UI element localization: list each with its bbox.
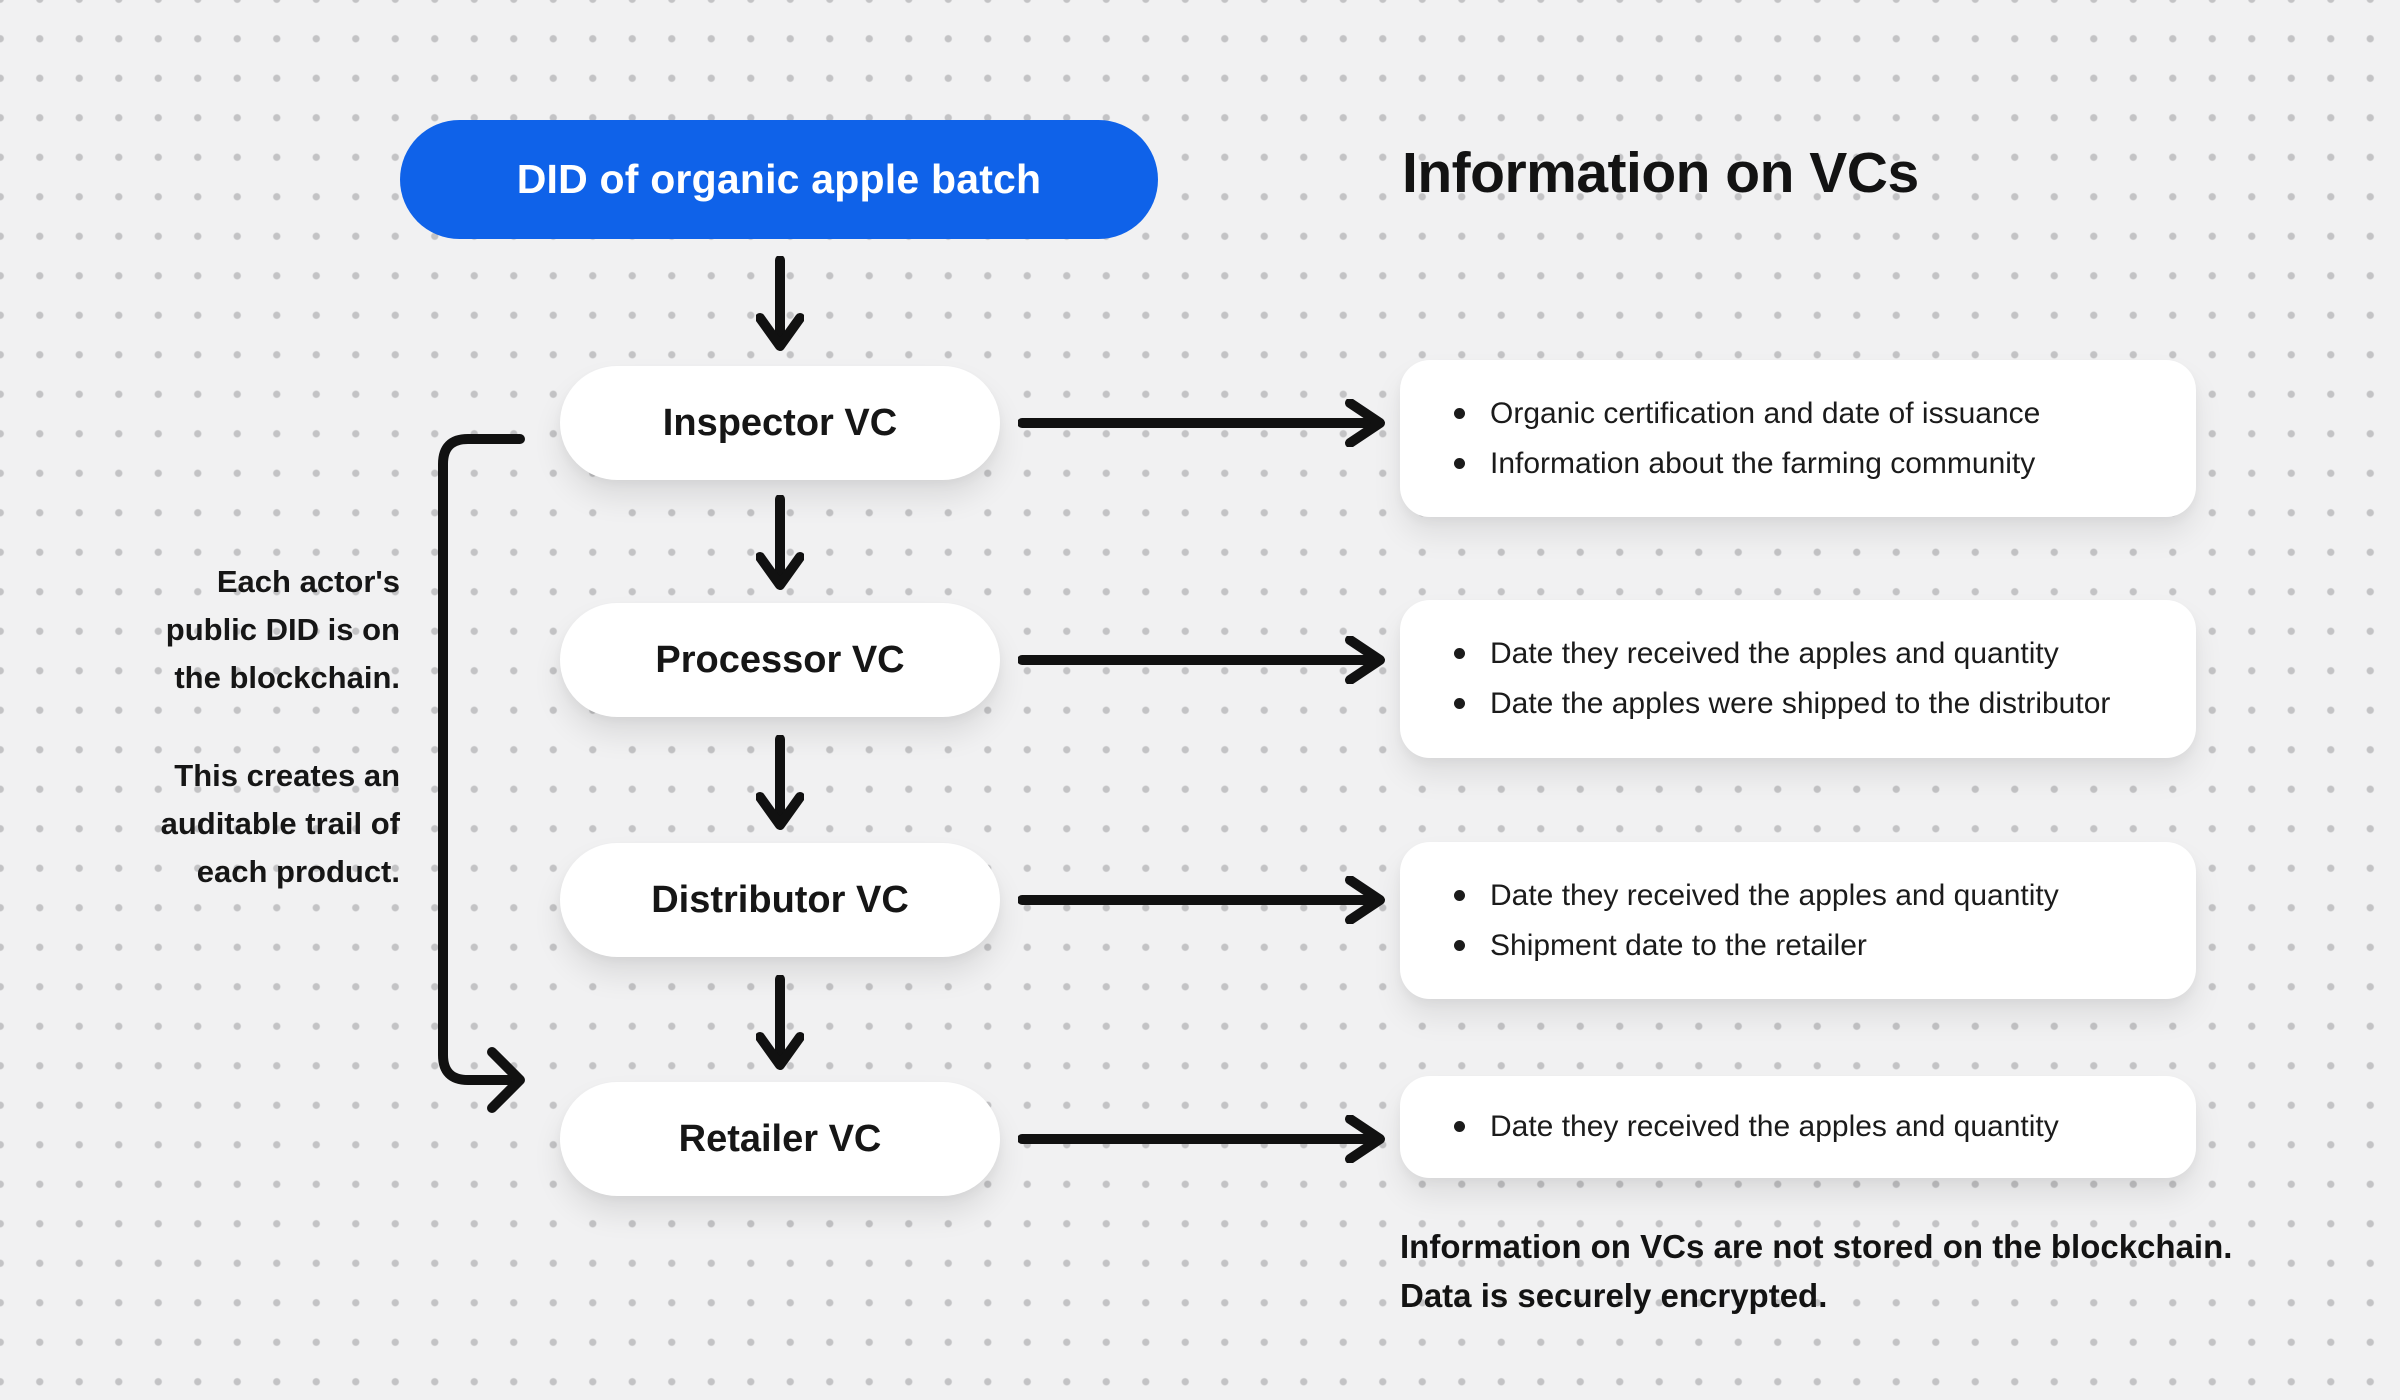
info-card-retailer-list: Date they received the apples and quanti…	[1446, 1102, 2156, 1152]
side-note-paragraph-2: This creates an auditable trail of each …	[160, 758, 400, 889]
node-retailer-label: Retailer VC	[678, 1117, 882, 1160]
down-arrow-icon	[756, 495, 804, 591]
side-note-paragraph-1: Each actor's public DID is on the blockc…	[165, 564, 400, 695]
info-card-inspector: Organic certification and date of issuan…	[1400, 360, 2196, 517]
list-item: Information about the farming community	[1446, 439, 2156, 489]
node-distributor-vc: Distributor VC	[560, 843, 1000, 957]
list-item: Shipment date to the retailer	[1446, 921, 2156, 971]
list-item: Date they received the apples and quanti…	[1446, 1102, 2156, 1152]
list-item: Organic certification and date of issuan…	[1446, 389, 2156, 439]
root-node-label: DID of organic apple batch	[516, 156, 1042, 202]
root-node-did-batch: DID of organic apple batch	[400, 120, 1158, 239]
encryption-bottom-note: Information on VCs are not stored on the…	[1400, 1222, 2232, 1320]
info-card-retailer: Date they received the apples and quanti…	[1400, 1076, 2196, 1178]
info-card-processor-list: Date they received the apples and quanti…	[1446, 629, 2156, 729]
info-card-distributor: Date they received the apples and quanti…	[1400, 842, 2196, 999]
down-arrow-icon	[756, 975, 804, 1071]
node-distributor-label: Distributor VC	[651, 878, 909, 921]
blockchain-side-note: Each actor's public DID is on the blockc…	[120, 558, 400, 896]
bottom-note-line-2: Data is securely encrypted.	[1400, 1277, 1828, 1314]
loop-down-arrow-icon	[420, 420, 550, 1120]
node-inspector-label: Inspector VC	[662, 401, 898, 444]
node-retailer-vc: Retailer VC	[560, 1082, 1000, 1196]
list-item: Date they received the apples and quanti…	[1446, 871, 2156, 921]
node-inspector-vc: Inspector VC	[560, 366, 1000, 480]
right-arrow-icon	[1018, 399, 1388, 447]
list-item: Date the apples were shipped to the dist…	[1446, 679, 2156, 729]
list-item: Date they received the apples and quanti…	[1446, 629, 2156, 679]
info-card-processor: Date they received the apples and quanti…	[1400, 600, 2196, 758]
bottom-note-line-1: Information on VCs are not stored on the…	[1400, 1228, 2233, 1265]
info-card-inspector-list: Organic certification and date of issuan…	[1446, 389, 2156, 489]
info-column-heading: Information on VCs	[1402, 141, 1919, 205]
right-arrow-icon	[1018, 1115, 1388, 1163]
down-arrow-icon	[756, 256, 804, 352]
right-arrow-icon	[1018, 636, 1388, 684]
node-processor-label: Processor VC	[655, 638, 905, 681]
down-arrow-icon	[756, 735, 804, 831]
info-card-distributor-list: Date they received the apples and quanti…	[1446, 871, 2156, 971]
right-arrow-icon	[1018, 876, 1388, 924]
node-processor-vc: Processor VC	[560, 603, 1000, 717]
